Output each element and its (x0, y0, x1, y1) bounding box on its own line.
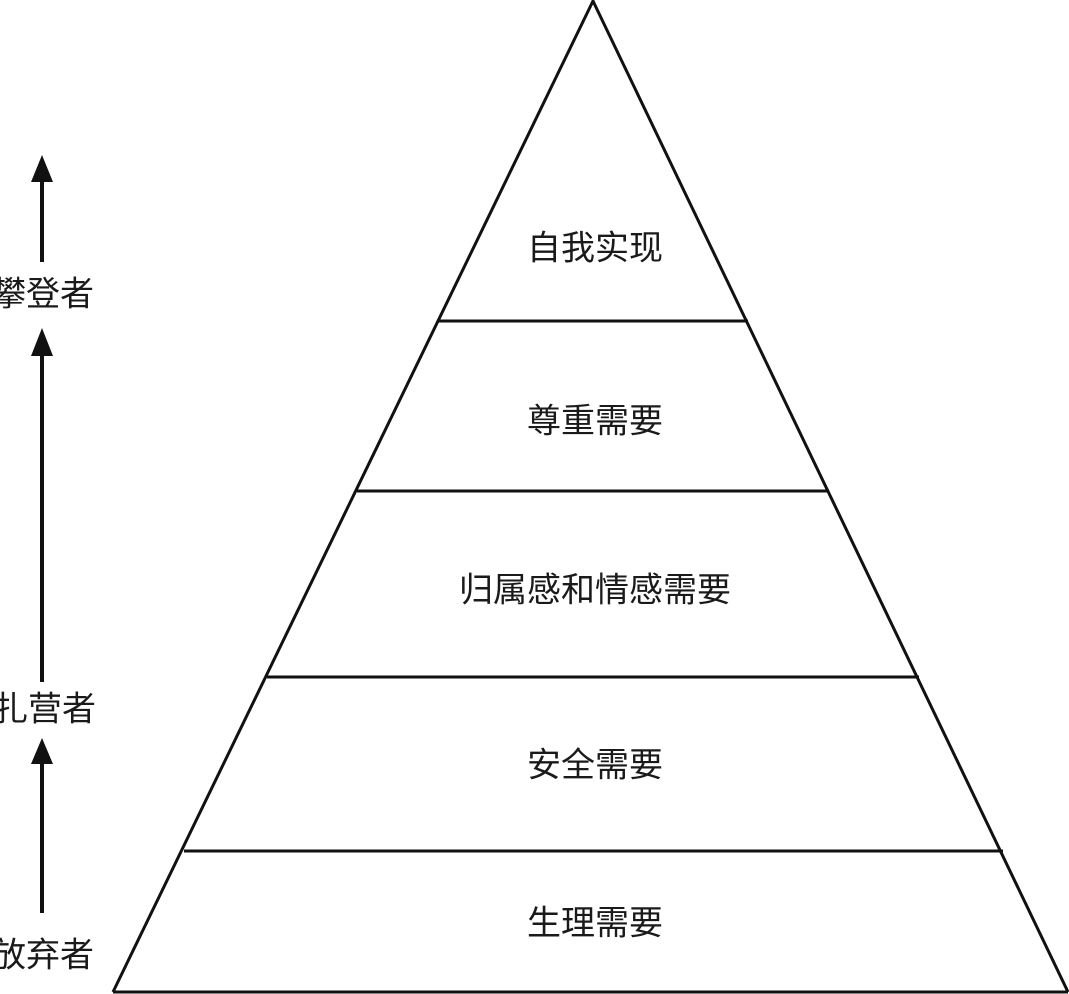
level-label-physiological: 生理需要 (527, 904, 663, 944)
level-label-self-actualization: 自我实现 (527, 229, 663, 269)
side-label-quitters: 放弃者 (0, 936, 94, 976)
level-label-belonging: 归属感和情感需要 (459, 571, 731, 611)
pyramid: 自我实现 尊重需要 归属感和情感需要 安全需要 生理需要 (111, 0, 1069, 994)
side-label-campers: 扎营者 (0, 690, 96, 730)
level-label-safety: 安全需要 (527, 746, 663, 786)
side-scale: 攀登者 扎营者 放弃者 (0, 155, 96, 976)
arrow-up-icon (31, 155, 53, 182)
side-label-climbers: 攀登者 (0, 275, 94, 315)
arrow-up-icon (31, 738, 53, 764)
level-label-esteem: 尊重需要 (527, 402, 663, 442)
arrow-up-icon (31, 328, 53, 356)
pyramid-outline (111, 0, 1069, 993)
